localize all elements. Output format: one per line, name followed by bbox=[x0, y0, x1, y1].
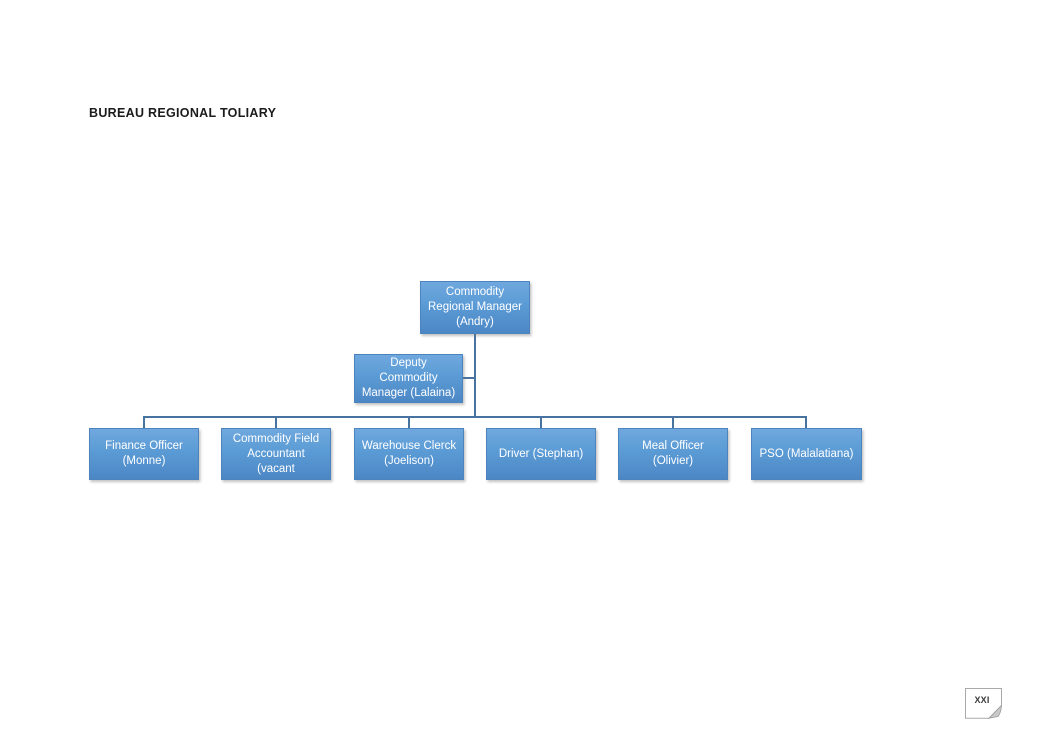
page-marker-text: XXI bbox=[974, 695, 990, 705]
org-node-warehouse-clerck[interactable]: Warehouse Clerck (Joelison) bbox=[354, 428, 464, 480]
connector-drop-warehouse-clerck bbox=[408, 418, 410, 428]
node-label-line: Regional Manager bbox=[428, 301, 522, 313]
node-label-line: (Monne) bbox=[122, 455, 166, 467]
node-label-line: Deputy bbox=[390, 357, 427, 369]
node-label-line: Accountant bbox=[247, 447, 305, 460]
node-label-line: Meal Officer bbox=[642, 440, 704, 452]
node-label-line: Manager (Lalaina) bbox=[361, 387, 456, 399]
connector-drop-pso bbox=[805, 418, 807, 428]
node-label-line: Warehouse Clerck bbox=[361, 440, 457, 452]
node-label-line: (Olivier) bbox=[652, 455, 694, 467]
folded-page-icon bbox=[965, 688, 1002, 719]
connector-rail bbox=[143, 416, 807, 418]
org-node-finance-officer[interactable]: Finance Officer (Monne) bbox=[89, 428, 199, 480]
node-label-line: (Andry) bbox=[456, 316, 494, 328]
connector-root-to-rail bbox=[474, 334, 476, 418]
node-label-line: (Joelison) bbox=[384, 455, 434, 467]
connector-drop-finance-officer bbox=[143, 418, 145, 428]
org-node-commodity-field-accountant[interactable]: Commodity Field Accountant (vacant bbox=[221, 428, 331, 480]
node-label-line: Finance Officer bbox=[105, 440, 183, 452]
node-label-line: PSO (Malalatiana) bbox=[759, 447, 854, 460]
connector-assistant bbox=[462, 377, 475, 379]
node-label-line: Driver (Stephan) bbox=[498, 447, 584, 460]
org-node-deputy-commodity-manager[interactable]: Deputy Commodity Manager (Lalaina) bbox=[354, 354, 463, 403]
node-label-line: Commodity bbox=[445, 286, 505, 298]
connector-drop-meal-officer bbox=[672, 418, 674, 428]
page-title: BUREAU REGIONAL TOLIARY bbox=[89, 106, 277, 120]
org-node-pso[interactable]: PSO (Malalatiana) bbox=[751, 428, 862, 480]
page-marker-note[interactable]: XXI bbox=[965, 688, 1003, 719]
org-node-driver[interactable]: Driver (Stephan) bbox=[486, 428, 596, 480]
org-node-meal-officer[interactable]: Meal Officer (Olivier) bbox=[618, 428, 728, 480]
node-label-line: Commodity bbox=[379, 372, 438, 384]
org-node-commodity-regional-manager[interactable]: Commodity Regional Manager (Andry) bbox=[420, 281, 530, 334]
node-label-line: Commodity Field bbox=[232, 432, 320, 445]
connector-drop-driver bbox=[540, 418, 542, 428]
connector-drop-commodity-field-accountant bbox=[275, 418, 277, 428]
node-label-line: (vacant bbox=[257, 462, 295, 475]
